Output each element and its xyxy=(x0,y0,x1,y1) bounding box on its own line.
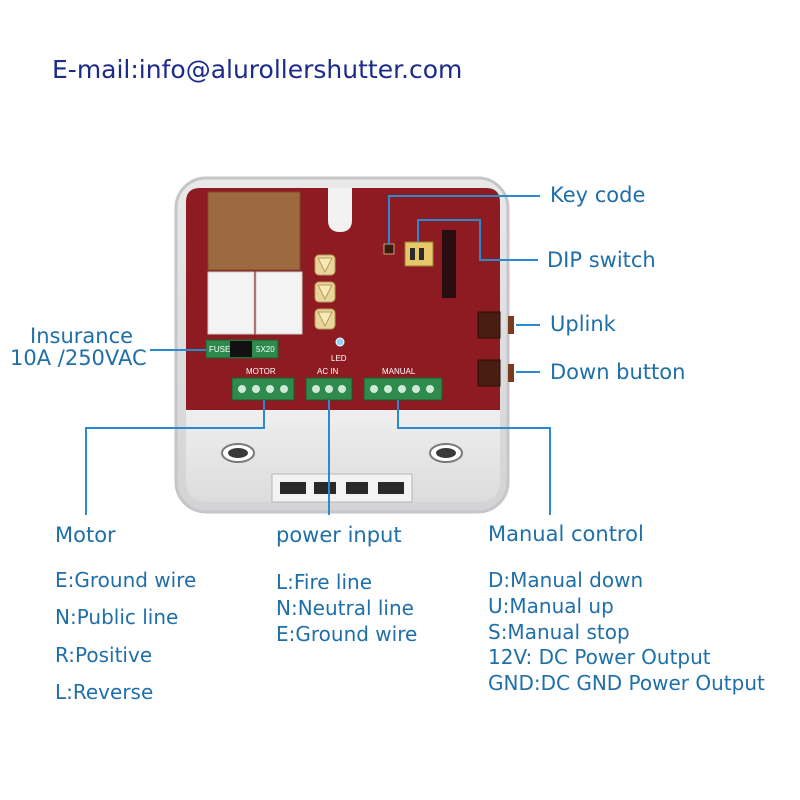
manual-item: U:Manual up xyxy=(488,594,614,618)
key-code-button xyxy=(383,243,395,255)
power-heading: power input xyxy=(276,523,402,547)
callout-insurance-rating: 10A /250VAC xyxy=(10,346,147,370)
manual-item: D:Manual down xyxy=(488,568,644,592)
fuse-label: FUSE xyxy=(209,345,230,354)
callout-dip-switch: DIP switch xyxy=(547,248,656,272)
motor-item: L:Reverse xyxy=(55,680,154,704)
terminal-motor-label: MOTOR xyxy=(246,367,276,376)
relay-left xyxy=(207,271,255,335)
manual-item: S:Manual stop xyxy=(488,620,630,644)
email-address: E-mail:info@alurollershutter.com xyxy=(52,55,463,84)
motor-heading: Motor xyxy=(55,523,116,547)
capacitors xyxy=(314,254,336,330)
terminal-motor xyxy=(231,377,295,401)
terminal-acin xyxy=(305,377,353,401)
relay-right xyxy=(255,271,303,335)
top-notch xyxy=(328,188,352,232)
lower-panel xyxy=(186,410,500,502)
callout-lines xyxy=(85,195,551,515)
manual-item: GND:DC GND Power Output xyxy=(488,671,765,695)
antenna-component xyxy=(442,230,456,298)
terminal-manual-label: MANUAL xyxy=(382,367,416,376)
terminal-acin-label: AC IN xyxy=(317,367,339,376)
manual-heading: Manual control xyxy=(488,522,644,546)
callout-key-code: Key code xyxy=(550,183,646,207)
manual-item: 12V: DC Power Output xyxy=(488,645,711,669)
power-item: E:Ground wire xyxy=(276,622,418,646)
power-item: N:Neutral line xyxy=(276,596,414,620)
callout-insurance: Insurance xyxy=(30,324,134,348)
transformer xyxy=(207,191,301,271)
terminal-manual xyxy=(363,377,443,401)
down-button xyxy=(477,359,501,387)
uplink-button xyxy=(477,311,501,339)
motor-item: E:Ground wire xyxy=(55,568,197,592)
fuse-body xyxy=(230,341,252,357)
callout-uplink: Uplink xyxy=(550,312,616,336)
callout-down-button: Down button xyxy=(550,360,686,384)
fuse-size: 5X20 xyxy=(256,345,275,354)
power-item: L:Fire line xyxy=(276,570,373,594)
led-label: LED xyxy=(331,354,347,363)
led-indicator xyxy=(335,337,345,347)
motor-item: R:Positive xyxy=(55,643,153,667)
cable-slots xyxy=(280,482,404,494)
motor-item: N:Public line xyxy=(55,605,179,629)
